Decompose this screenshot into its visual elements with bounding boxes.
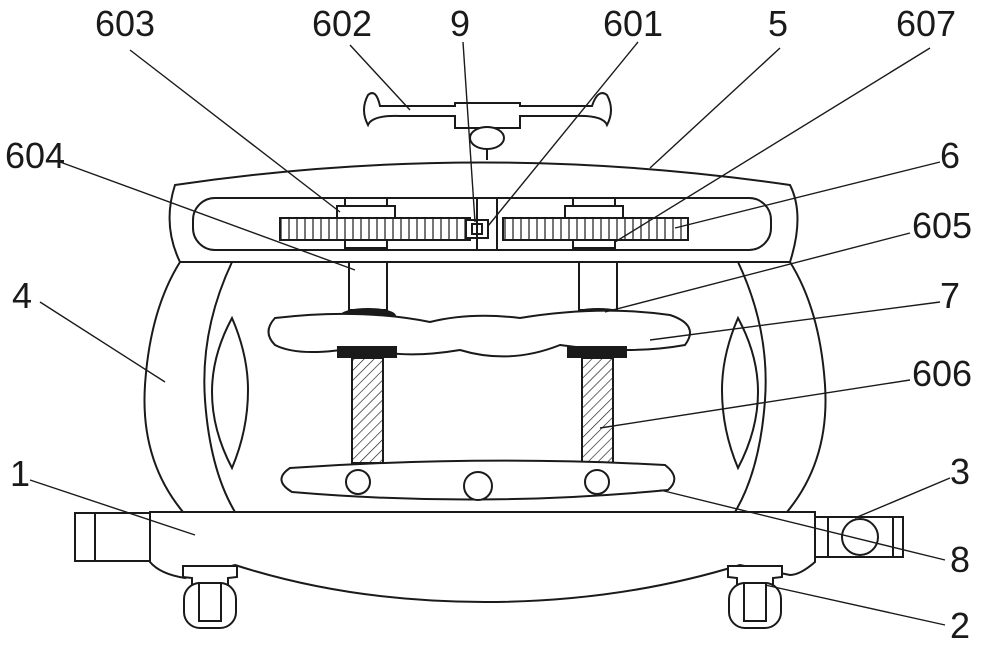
label-606: 606 — [912, 353, 972, 394]
label-2: 2 — [950, 605, 970, 645]
label-604: 604 — [5, 135, 65, 176]
label-602: 602 — [312, 3, 372, 44]
label-605: 605 — [912, 205, 972, 246]
label-3: 3 — [950, 451, 970, 492]
top-housing — [170, 163, 798, 263]
base-beam — [75, 512, 815, 602]
motor-block — [815, 517, 903, 557]
label-5: 5 — [768, 3, 788, 44]
label-607: 607 — [896, 3, 956, 44]
side-frame-right — [722, 262, 826, 512]
label-8: 8 — [950, 539, 970, 580]
handwheel — [364, 93, 611, 160]
label-4: 4 — [12, 275, 32, 316]
label-601: 601 — [603, 3, 663, 44]
side-frame-left — [144, 262, 248, 512]
wheel-right — [728, 566, 782, 628]
label-9: 9 — [450, 3, 470, 44]
wheel-left — [183, 566, 237, 628]
label-1: 1 — [10, 453, 30, 494]
threaded-screws — [338, 347, 626, 463]
label-603: 603 — [95, 3, 155, 44]
label-6: 6 — [940, 135, 960, 176]
press-plate — [281, 461, 674, 500]
label-7: 7 — [940, 275, 960, 316]
